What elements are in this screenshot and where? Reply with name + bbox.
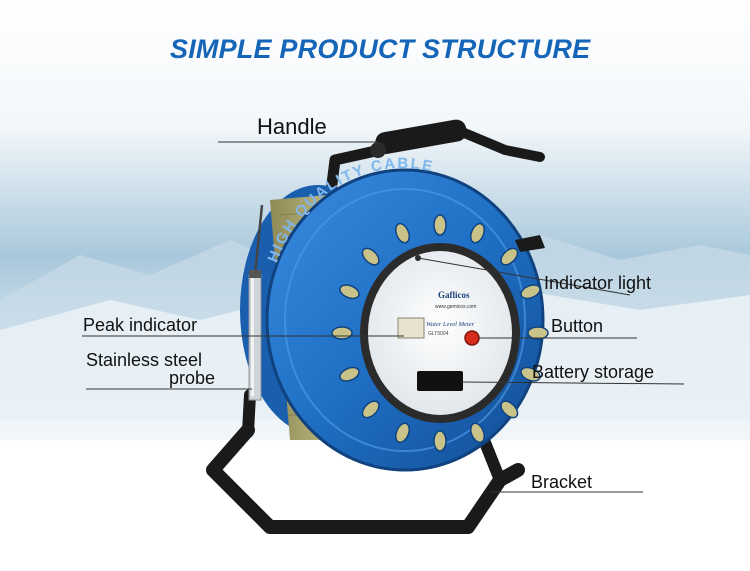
reel-vent-holes: [331, 214, 549, 452]
label-battery-storage: Battery storage: [532, 362, 655, 382]
page-title: SIMPLE PRODUCT STRUCTURE: [170, 34, 591, 64]
label-button: Button: [551, 316, 604, 336]
vent-hole: [395, 222, 410, 244]
vent-hole: [339, 366, 360, 382]
panel-model: GLT5004: [428, 331, 449, 337]
label-handle: Handle: [257, 114, 327, 139]
vent-hole: [361, 400, 380, 419]
vent-hole: [520, 284, 541, 300]
reel-brand: Gaflicos: [438, 290, 470, 300]
vent-hole: [520, 366, 541, 382]
panel-title: Water Level Meter: [426, 321, 475, 328]
vent-hole: [339, 284, 360, 300]
battery-storage-leader-line: [461, 381, 685, 385]
vent-hole: [500, 400, 519, 419]
label-peak-indicator: Peak indicator: [83, 315, 198, 335]
indicator-light-leader-line: [417, 257, 631, 296]
peak-indicator-icon: [397, 317, 425, 339]
vent-hole: [433, 430, 447, 452]
handle-icon: [324, 119, 545, 206]
wing-knob-icon: [515, 235, 545, 252]
label-probe-line2: probe: [169, 368, 216, 388]
vent-hole: [527, 326, 549, 340]
label-probe-line1: Stainless steel: [86, 350, 203, 370]
vent-hole: [500, 247, 519, 266]
button-icon: [464, 330, 480, 346]
probe-icon: [248, 204, 264, 401]
vent-hole: [395, 422, 410, 444]
vent-hole: [433, 214, 447, 236]
label-bracket: Bracket: [531, 472, 593, 492]
battery-storage-icon: [417, 371, 463, 391]
vent-hole: [361, 247, 380, 266]
control-panel: [368, 251, 512, 415]
title-area: SIMPLE PRODUCT STRUCTURE: [170, 34, 660, 70]
vent-hole: [470, 222, 485, 244]
vent-hole: [331, 326, 353, 340]
vent-hole: [470, 422, 485, 444]
reel-website: www.gemicos.com: [435, 304, 476, 310]
label-indicator-light: Indicator light: [544, 273, 652, 293]
